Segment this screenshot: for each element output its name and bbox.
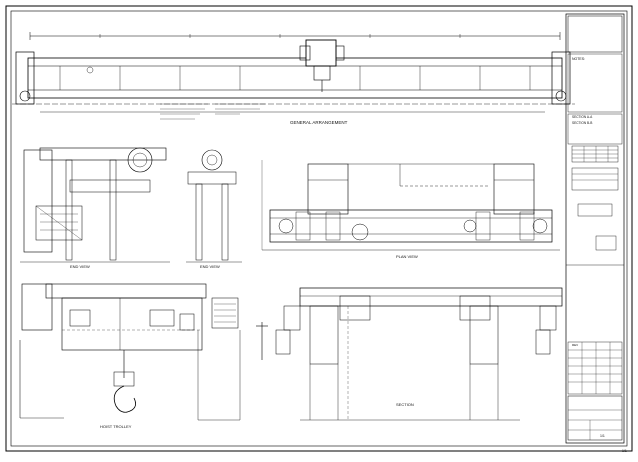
- left-end-view-label: END VIEW: [70, 264, 90, 269]
- notes-heading: NOTES:: [572, 57, 585, 61]
- title-block-line-2: SECTION B-B: [572, 121, 592, 125]
- page-number: 1/1: [622, 449, 627, 453]
- elevation-view: [12, 32, 575, 113]
- section-view: [275, 287, 563, 421]
- middle-end-view: [186, 149, 242, 263]
- plan-view: [261, 160, 560, 251]
- trolley-view-label: HOIST TROLLEY: [100, 424, 132, 429]
- left-end-view: [20, 147, 170, 263]
- sheet-number: 1/1: [600, 434, 605, 438]
- title-block: [565, 13, 625, 444]
- section-view-label: SECTION: [396, 402, 414, 407]
- revision-label: REV: [572, 343, 578, 347]
- elevation-notes: [160, 103, 265, 120]
- elevation-view-label: GENERAL ARRANGEMENT: [290, 120, 348, 125]
- title-block-line-1: SECTION A-A: [572, 115, 593, 119]
- inner-border: [10, 10, 628, 447]
- middle-end-view-label: END VIEW: [200, 264, 220, 269]
- plan-view-label: PLAN VIEW: [396, 254, 418, 259]
- sheet-border: [5, 5, 633, 452]
- trolley-view: [19, 283, 268, 421]
